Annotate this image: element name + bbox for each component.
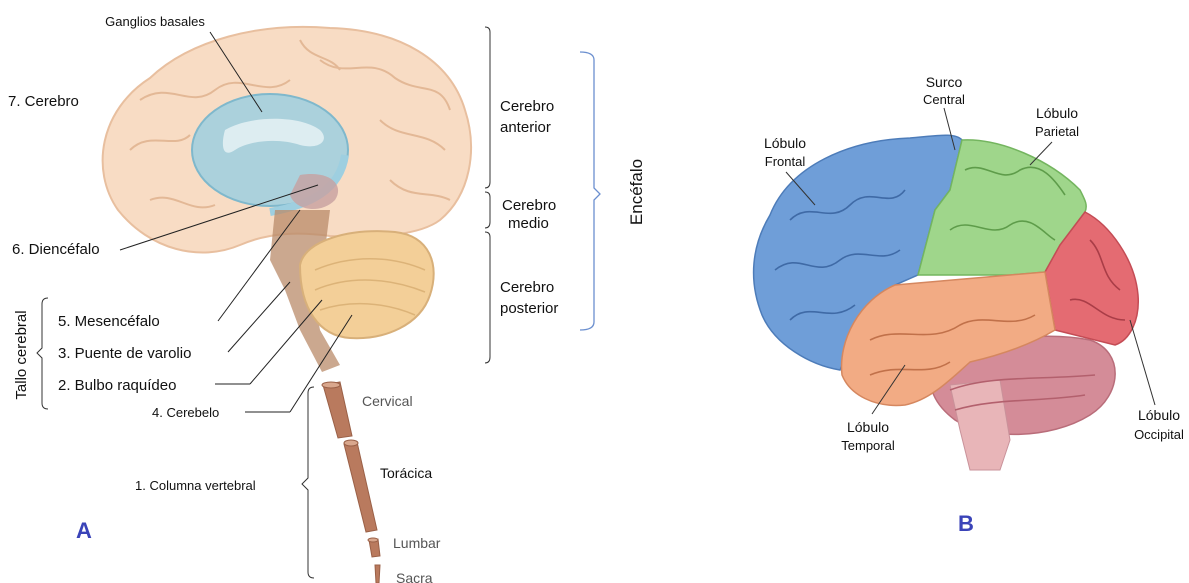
label-frontal-2: Frontal: [765, 154, 806, 169]
label-sacra: Sacra: [396, 570, 433, 583]
label-cervical: Cervical: [362, 393, 413, 409]
label-temporal-1: Lóbulo: [847, 419, 889, 435]
spinal-column: [322, 382, 380, 583]
label-occipital-2: Occipital: [1134, 427, 1184, 442]
encefalo-bracket: [580, 52, 600, 330]
label-bulbo: 2. Bulbo raquídeo: [58, 377, 176, 394]
panel-b-letter: B: [958, 511, 974, 536]
label-parietal-2: Parietal: [1035, 124, 1079, 139]
label-diencefalo: 6. Diencéfalo: [12, 241, 100, 258]
panel-b: Surco Central Lóbulo Parietal Lóbulo Fro…: [754, 74, 1184, 536]
panel-a-brackets: [485, 27, 490, 363]
label-cerebro-posterior-2: posterior: [500, 300, 558, 317]
label-columna: 1. Columna vertebral: [135, 478, 256, 493]
label-cerebro-anterior-1: Cerebro: [500, 98, 554, 115]
brainstem-b-shape: [950, 380, 1010, 470]
label-encefalo: Encéfalo: [627, 159, 646, 225]
label-cerebelo: 4. Cerebelo: [152, 405, 219, 420]
label-occipital-1: Lóbulo: [1138, 407, 1180, 423]
label-temporal-2: Temporal: [841, 438, 895, 453]
panel-a: Ganglios basales 7. Cerebro 6. Diencéfal…: [8, 14, 646, 583]
label-puente: 3. Puente de varolio: [58, 345, 191, 362]
label-mesencefalo: 5. Mesencéfalo: [58, 313, 160, 330]
label-parietal-1: Lóbulo: [1036, 105, 1078, 121]
cerebellum-a-shape: [300, 231, 434, 338]
label-cerebro: 7. Cerebro: [8, 93, 79, 110]
label-cerebro-medio-1: Cerebro: [502, 197, 556, 214]
tallo-bracket: [37, 298, 48, 409]
label-toracica: Torácica: [380, 465, 432, 481]
label-cerebro-medio-2: medio: [508, 215, 549, 232]
panel-a-letter: A: [76, 518, 92, 543]
label-cerebro-anterior-2: anterior: [500, 119, 551, 136]
label-ganglios-basales: Ganglios basales: [105, 14, 205, 29]
label-tallo-cerebral: Tallo cerebral: [13, 310, 30, 399]
label-surco-2: Central: [923, 92, 965, 107]
label-lumbar: Lumbar: [393, 535, 441, 551]
columna-bracket: [302, 387, 314, 578]
label-frontal-1: Lóbulo: [764, 135, 806, 151]
label-surco-1: Surco: [926, 74, 963, 90]
label-cerebro-posterior-1: Cerebro: [500, 279, 554, 296]
